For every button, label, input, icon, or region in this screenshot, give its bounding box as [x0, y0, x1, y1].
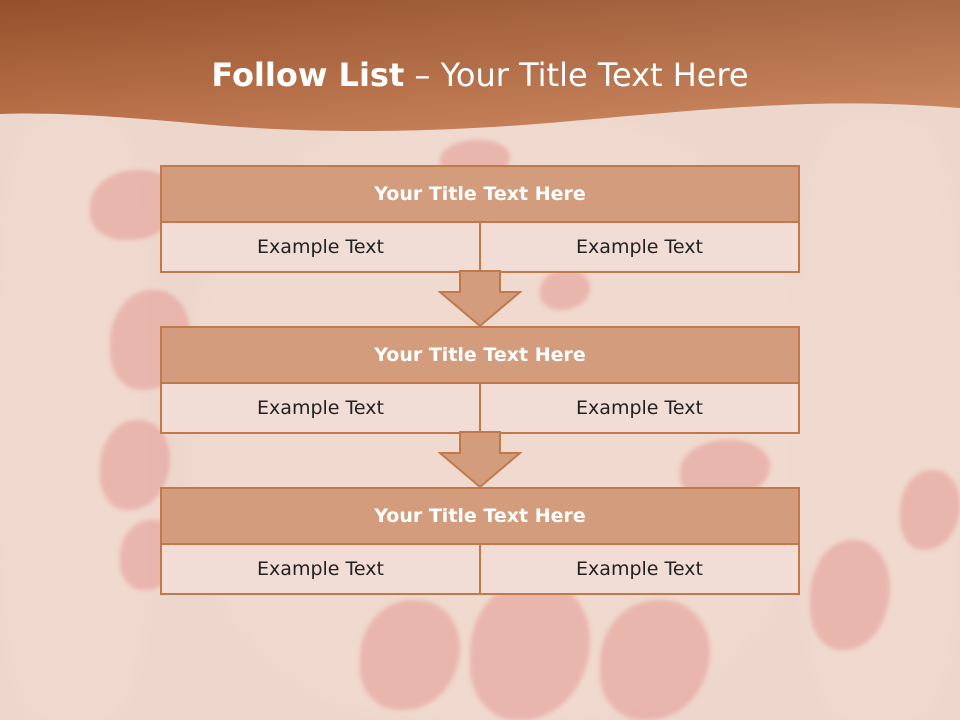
step-cell-left: Example Text [257, 558, 384, 580]
step-cell-right: Example Text [479, 545, 798, 593]
step-row: Example Text Example Text [162, 223, 798, 271]
step-cell-left: Example Text [257, 236, 384, 258]
slide-title: Follow List – Your Title Text Here [0, 56, 960, 94]
step-block-2: Your Title Text Here Example Text Exampl… [160, 326, 800, 434]
title-main: Follow List [211, 56, 405, 94]
down-arrow-icon [438, 431, 522, 489]
step-title: Your Title Text Here [162, 489, 798, 545]
step-cell-left: Example Text [257, 397, 384, 419]
step-row: Example Text Example Text [162, 384, 798, 432]
step-block-3: Your Title Text Here Example Text Exampl… [160, 487, 800, 595]
step-title: Your Title Text Here [162, 328, 798, 384]
step-cell-right: Example Text [479, 223, 798, 271]
title-sub: – Your Title Text Here [414, 56, 749, 94]
step-row: Example Text Example Text [162, 545, 798, 593]
step-cell-right: Example Text [479, 384, 798, 432]
down-arrow-icon [438, 270, 522, 328]
step-title: Your Title Text Here [162, 167, 798, 223]
header-band [0, 0, 960, 131]
step-block-1: Your Title Text Here Example Text Exampl… [160, 165, 800, 273]
